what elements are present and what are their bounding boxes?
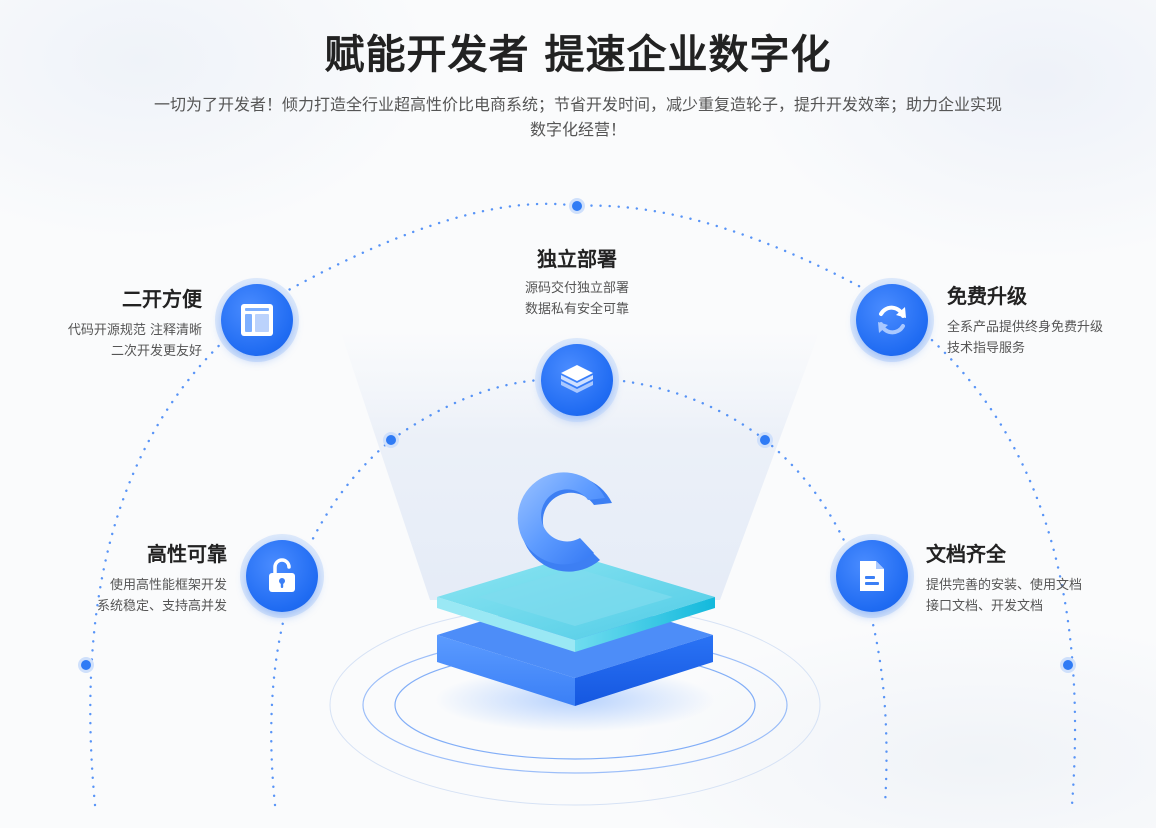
- feature-desc-line: 代码开源规范 注释清晰: [67, 323, 202, 338]
- feature-description: 提供完善的安装、使用文档 接口文档、开发文档: [926, 575, 1126, 617]
- page-title: 赋能开发者 提速企业数字化: [324, 32, 832, 78]
- unlock-icon: [269, 558, 295, 592]
- feature-icon-docs: [830, 534, 914, 618]
- feature-desc-line: 使用高性能框架开发: [109, 578, 227, 593]
- layout-icon: [241, 304, 273, 336]
- subtitle-line-2: 数字化经营！: [529, 120, 626, 139]
- feature-reliable: 高性可靠 使用高性能框架开发 系统稳定、支持高并发: [62, 541, 227, 617]
- feature-desc-line: 接口文档、开发文档: [926, 599, 1044, 614]
- feature-icon-reliable: [240, 534, 324, 618]
- feature-title: 独立部署: [537, 247, 617, 271]
- feature-desc-line: 技术指导服务: [947, 341, 1026, 356]
- feature-title: 高性可靠: [147, 542, 227, 566]
- feature-desc-line: 提供完善的安装、使用文档: [926, 578, 1083, 593]
- feature-desc-line: 源码交付独立部署: [524, 281, 629, 296]
- feature-desc-line: 数据私有安全可靠: [524, 302, 629, 317]
- feature-title: 二开方便: [122, 287, 202, 311]
- feature-description: 代码开源规范 注释清晰 二次开发更友好: [40, 320, 202, 362]
- refresh-icon: [878, 305, 906, 335]
- feature-icon-deploy: [535, 338, 619, 422]
- feature-docs: 文档齐全 提供完善的安装、使用文档 接口文档、开发文档: [926, 541, 1126, 617]
- arc-node-dots: [78, 198, 1076, 673]
- inner-dotted-arc: [270, 378, 542, 807]
- feature-title: 免费升级: [947, 284, 1027, 308]
- teal-top-plate: [437, 555, 715, 652]
- feature-title: 文档齐全: [926, 542, 1006, 566]
- feature-upgrade: 免费升级 全系产品提供终身免费升级 技术指导服务: [947, 283, 1147, 359]
- page-subtitle: 一切为了开发者！倾力打造全行业超高性价比电商系统；节省开发时间，减少重复造轮子，…: [128, 92, 1028, 142]
- document-icon: [860, 561, 884, 591]
- feature-icon-upgrade: [850, 278, 934, 362]
- feature-desc-line: 系统稳定、支持高并发: [96, 599, 227, 614]
- light-beam: [340, 330, 820, 600]
- feature-deploy: 独立部署 源码交付独立部署 数据私有安全可靠: [477, 246, 677, 320]
- subtitle-line-1: 一切为了开发者！倾力打造全行业超高性价比电商系统；节省开发时间，减少重复造轮子，…: [153, 95, 1002, 114]
- feature-description: 源码交付独立部署 数据私有安全可靠: [477, 278, 677, 320]
- feature-description: 全系产品提供终身免费升级 技术指导服务: [947, 317, 1147, 359]
- feature-description: 使用高性能框架开发 系统稳定、支持高并发: [62, 575, 227, 617]
- feature-desc-line: 全系产品提供终身免费升级: [947, 320, 1104, 335]
- c-logo: [517, 472, 612, 572]
- feature-easy-dev: 二开方便 代码开源规范 注释清晰 二次开发更友好: [40, 286, 202, 362]
- feature-desc-line: 二次开发更友好: [110, 344, 202, 359]
- layers-icon: [561, 365, 593, 393]
- feature-icon-easy-dev: [215, 278, 299, 362]
